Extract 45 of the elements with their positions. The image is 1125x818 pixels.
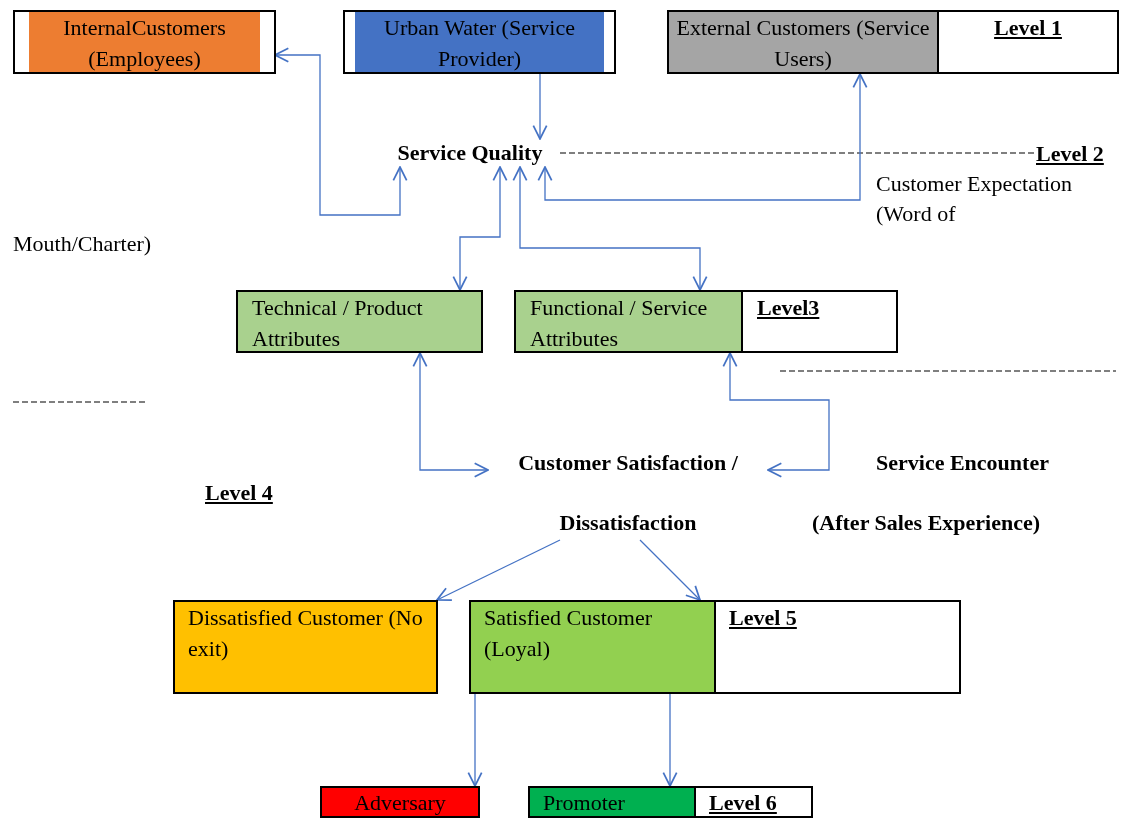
box-label: InternalCustomers (Employees) [62, 14, 227, 73]
attribute-box [173, 600, 438, 694]
box-label: External Customers (Service Users) [675, 14, 931, 73]
box-label: Satisfied Customer (Loyal) [484, 604, 654, 663]
arrow [537, 73, 868, 201]
arrow [412, 352, 489, 478]
attribute-box [320, 786, 480, 818]
level-cell [714, 600, 961, 694]
note-text: Customer Expectation (Word of [876, 170, 1074, 228]
level-label: Level 5 [729, 604, 798, 632]
arrow [722, 352, 830, 478]
level-label: Level 2 [1036, 140, 1104, 168]
box-label: Promoter [543, 789, 626, 817]
heading-text: Dissatisfaction [558, 509, 698, 537]
heading-text: (After Sales Experience) [812, 509, 1041, 537]
level-cell [741, 290, 898, 353]
arrow [532, 73, 548, 140]
box-label: Technical / Product Attributes [252, 294, 424, 353]
box-label: Adversary [353, 789, 447, 817]
box-label: Functional / Service Attributes [530, 294, 709, 353]
arrow [662, 693, 678, 787]
arrow [467, 693, 483, 787]
level-label: Level 6 [709, 789, 778, 817]
arrow [452, 166, 508, 291]
arrow [512, 166, 708, 291]
level-label: Level 1 [993, 14, 1063, 42]
heading-text: Service Encounter [876, 449, 1049, 477]
level-label: Level3 [757, 294, 821, 322]
arrow [436, 539, 561, 601]
arrow [274, 47, 408, 216]
attribute-box [469, 600, 716, 694]
level-label: Level 4 [205, 479, 273, 507]
heading-text: Service Quality [396, 139, 544, 167]
attribute-box [343, 10, 616, 74]
attribute-box [528, 786, 696, 818]
box-label: Urban Water (Service Provider) [383, 14, 576, 73]
level-cell [937, 10, 1119, 74]
attribute-box [236, 290, 483, 353]
attribute-box [13, 10, 276, 74]
heading-text: Customer Satisfaction / [517, 449, 739, 477]
box-label: Dissatisfied Customer (No exit) [188, 604, 423, 663]
level-cell [694, 786, 813, 818]
attribute-box [514, 290, 743, 353]
arrow [639, 539, 701, 601]
note-text: Mouth/Charter) [13, 230, 152, 258]
